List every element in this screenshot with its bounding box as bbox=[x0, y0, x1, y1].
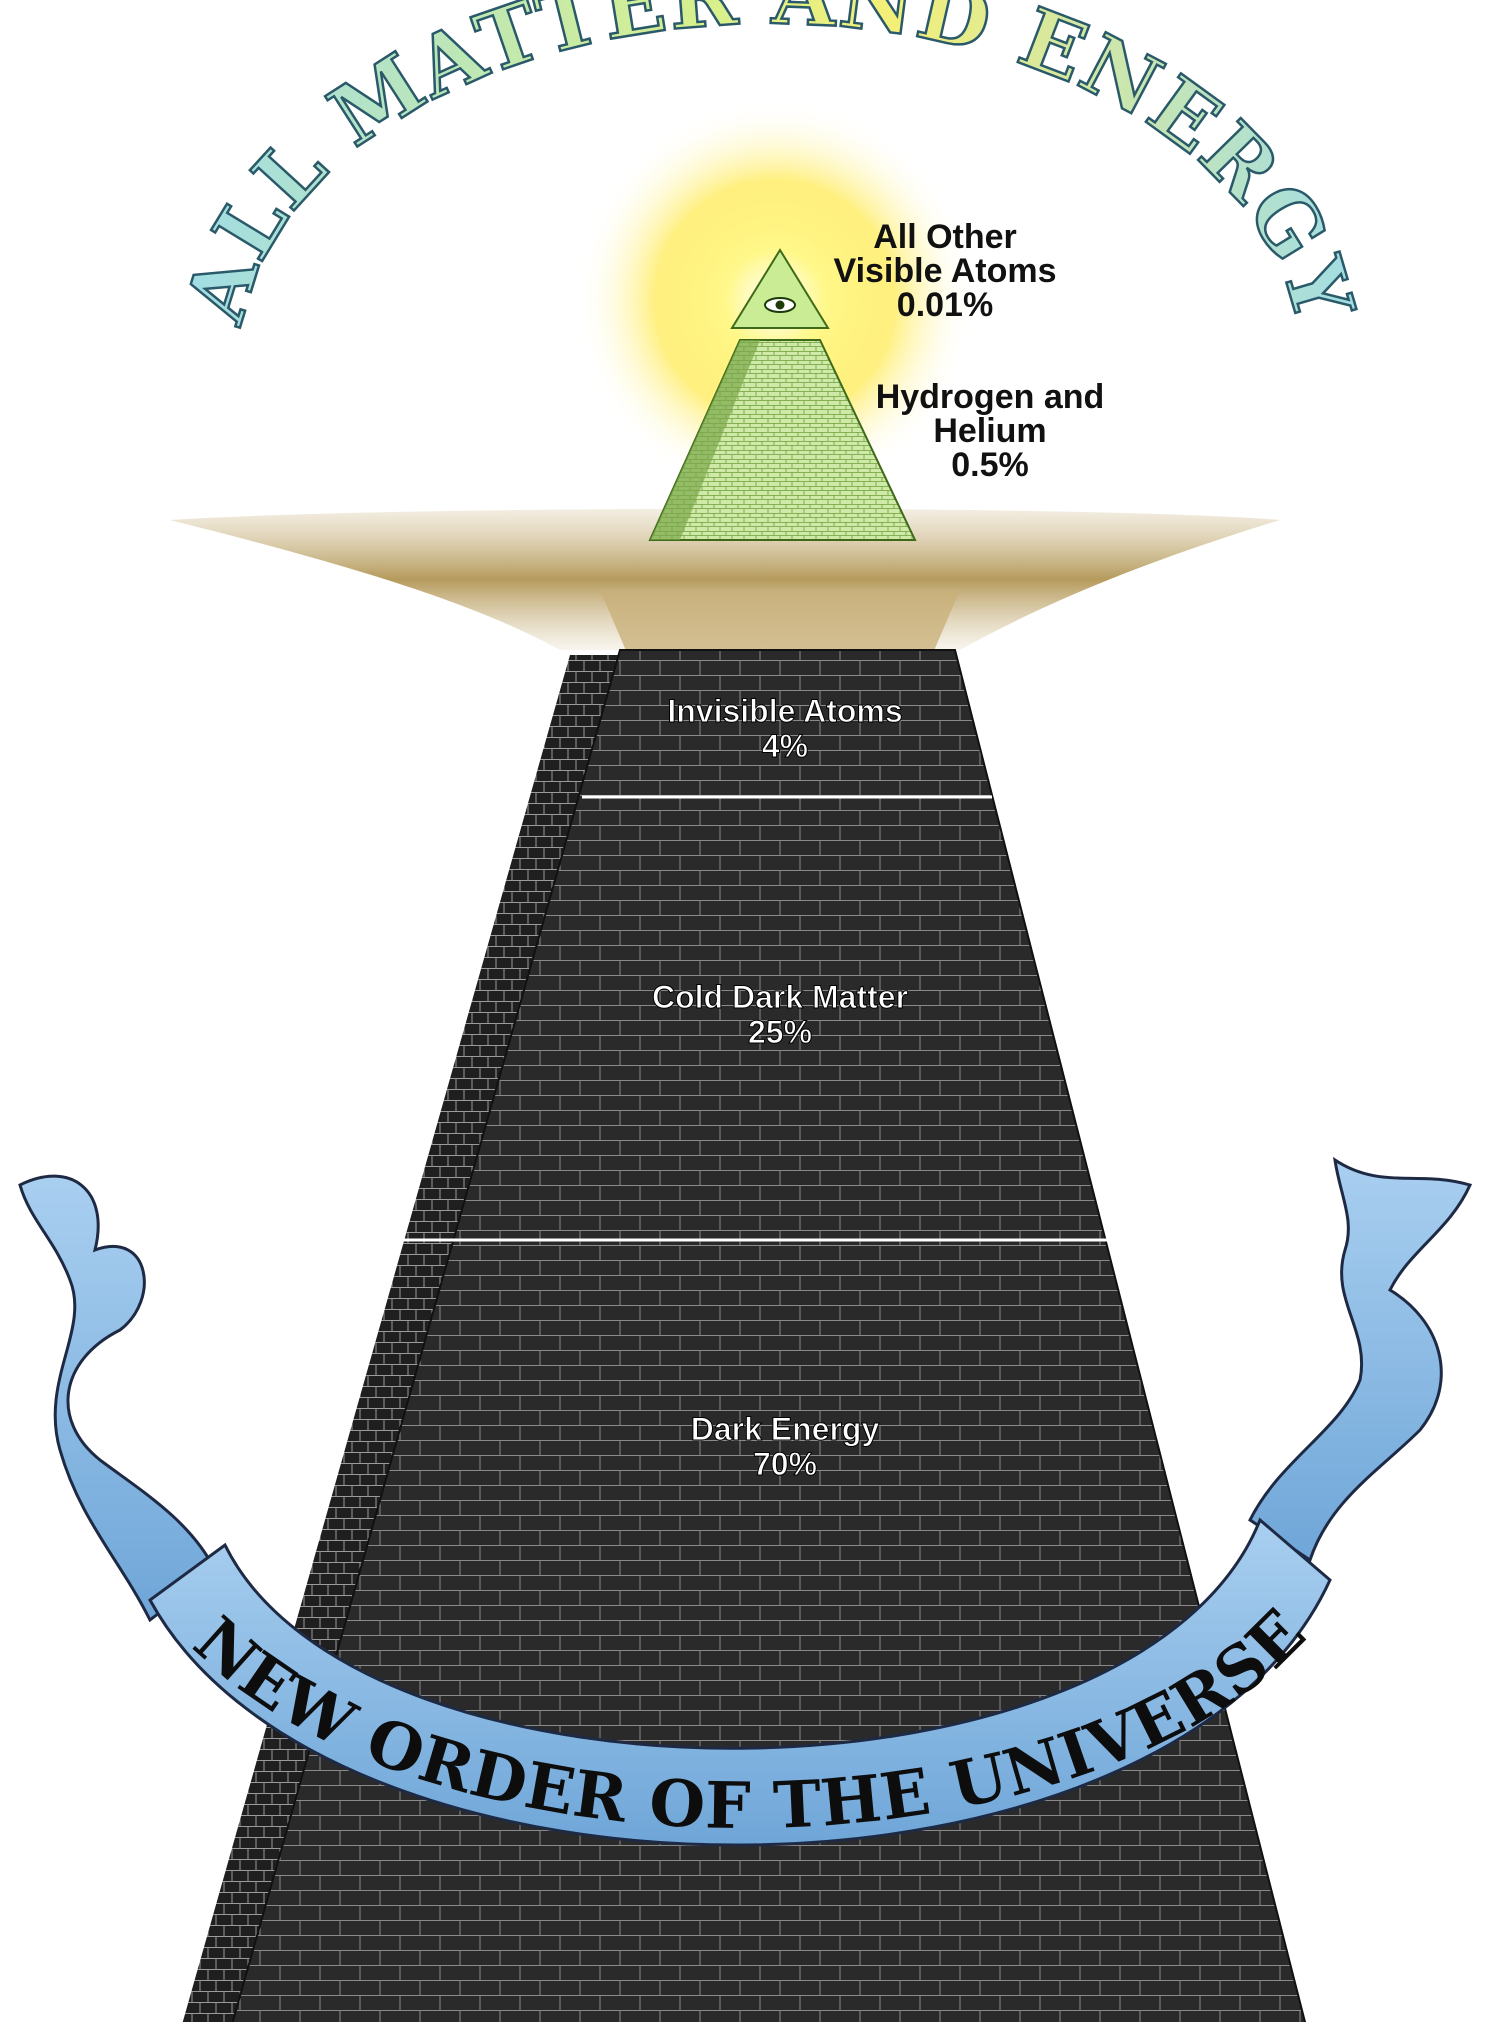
label-line: Helium bbox=[933, 412, 1046, 450]
layer-name: Dark Energy bbox=[691, 1411, 880, 1447]
all-seeing-eye-icon bbox=[765, 298, 795, 312]
label-line: All Other bbox=[873, 218, 1017, 256]
layer-percent: 25% bbox=[748, 1014, 812, 1050]
layer-percent: 4% bbox=[762, 728, 808, 764]
label-line: Visible Atoms bbox=[834, 252, 1057, 290]
layer-percent: 70% bbox=[753, 1446, 817, 1482]
label-line: 0.5% bbox=[951, 446, 1029, 484]
label-line: 0.01% bbox=[897, 286, 993, 324]
layer-name: Cold Dark Matter bbox=[652, 979, 908, 1015]
label-line: Hydrogen and bbox=[876, 378, 1105, 416]
layer-name: Invisible Atoms bbox=[667, 693, 902, 729]
